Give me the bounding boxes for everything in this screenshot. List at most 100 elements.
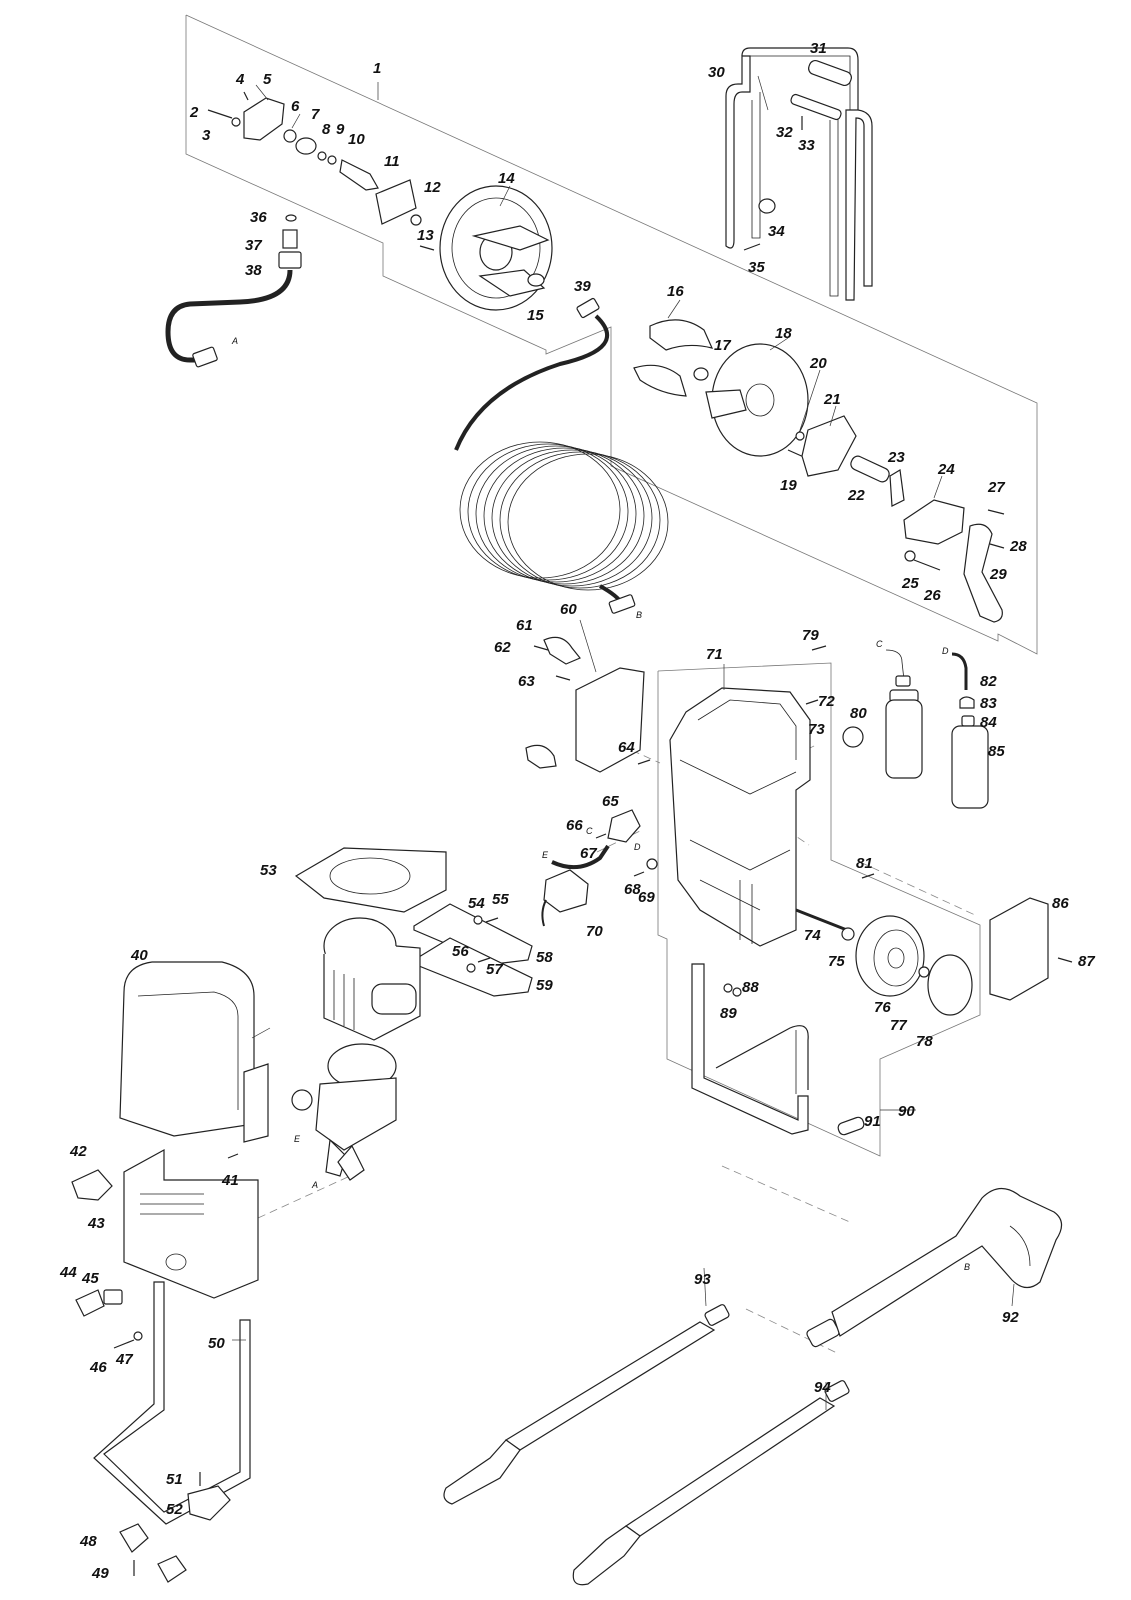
callout-6: 6 (291, 98, 300, 115)
bracket-24 (903, 499, 965, 545)
plate-11 (375, 179, 417, 225)
wheel-76 (855, 915, 925, 997)
lower-frame-90 (691, 963, 809, 1135)
short-hose (165, 269, 293, 363)
callout-52: 52 (166, 1501, 183, 1518)
shaft-22 (850, 455, 890, 483)
ref-d-bottle: D (942, 646, 949, 656)
screw-55 (485, 917, 499, 923)
callout-83: 83 (980, 695, 997, 712)
callout-20: 20 (809, 355, 827, 372)
callout-5: 5 (263, 71, 272, 88)
callout-32: 32 (776, 124, 793, 141)
oring-17 (693, 367, 709, 381)
oring-36 (285, 214, 297, 222)
callout-26: 26 (923, 587, 941, 604)
screw-57 (477, 957, 491, 963)
oring-6 (283, 129, 297, 143)
callout-70: 70 (586, 923, 603, 940)
callout-27: 27 (987, 479, 1005, 496)
callout-87: 87 (1078, 953, 1095, 970)
hose-end-a (192, 346, 218, 368)
axle-74 (795, 908, 853, 934)
screw-35 (743, 243, 761, 251)
screw-81 (861, 873, 875, 879)
bottle-c (885, 649, 923, 779)
screw-2 (207, 109, 233, 119)
callout-57: 57 (486, 961, 503, 978)
switch-65 (607, 809, 641, 843)
bracket-86 (989, 897, 1049, 1001)
callout-24: 24 (937, 461, 955, 478)
lance-93 (443, 1304, 730, 1505)
oring-15 (527, 273, 545, 287)
screw-87 (1057, 957, 1073, 963)
callout-19: 19 (780, 477, 797, 494)
callout-50: 50 (208, 1335, 225, 1352)
callout-30: 30 (708, 64, 725, 81)
screw-28 (989, 543, 1005, 549)
callout-74: 74 (804, 927, 821, 944)
callout-89: 89 (720, 1005, 737, 1022)
callout-29: 29 (989, 566, 1007, 583)
callout-86: 86 (1052, 895, 1069, 912)
hose-coil-39 (454, 297, 669, 614)
reel-cover-16 (649, 319, 714, 351)
callout-14: 14 (498, 170, 515, 187)
nut-69 (646, 858, 658, 870)
callout-77: 77 (890, 1017, 907, 1034)
callout-72: 72 (818, 693, 835, 710)
ref-a-hose: A (231, 336, 238, 346)
callout-41: 41 (221, 1172, 239, 1189)
callout-79: 79 (802, 627, 819, 644)
callout-48: 48 (79, 1533, 97, 1550)
callout-22: 22 (847, 487, 865, 504)
callout-69: 69 (638, 889, 655, 906)
connector-38 (278, 251, 302, 269)
washer-56 (466, 963, 476, 973)
callout-51: 51 (166, 1471, 183, 1488)
pump (291, 1043, 397, 1181)
callout-40: 40 (130, 947, 148, 964)
callout-63: 63 (518, 673, 535, 690)
foot-48 (119, 1523, 149, 1553)
callout-64: 64 (618, 739, 635, 756)
callout-4: 4 (235, 71, 245, 88)
callout-58: 58 (536, 949, 553, 966)
washer-54 (473, 915, 483, 925)
foot-48b (157, 1555, 187, 1583)
pressure-switch-70 (543, 869, 589, 913)
washer-47 (133, 1331, 143, 1341)
ref-a-pump: A (311, 1180, 318, 1190)
handle-grip-31 (808, 59, 852, 87)
callout-60: 60 (560, 601, 577, 618)
callout-75: 75 (828, 953, 845, 970)
callout-68: 68 (624, 881, 641, 898)
callout-36: 36 (250, 209, 267, 226)
callout-37: 37 (245, 237, 262, 254)
cover-top-40 (119, 961, 269, 1143)
bottle-d (951, 652, 989, 809)
ref-b-hose: B (636, 610, 642, 620)
callout-76: 76 (874, 999, 891, 1016)
group-outlines (185, 14, 1038, 1157)
callout-42: 42 (69, 1143, 87, 1160)
screw-72 (805, 699, 819, 705)
nut-7 (295, 137, 317, 155)
screw-46 (113, 1339, 135, 1349)
callout-8: 8 (322, 121, 331, 138)
crank-29 (963, 523, 1003, 623)
group-outline-hose-reel (185, 14, 1038, 655)
callout-23: 23 (887, 449, 905, 466)
callout-25: 25 (901, 575, 919, 592)
callout-53: 53 (260, 862, 277, 879)
screw-62 (533, 645, 549, 651)
callout-62: 62 (494, 639, 511, 656)
callout-2: 2 (189, 104, 199, 121)
callout-33: 33 (798, 137, 815, 154)
grip-91 (837, 1116, 865, 1136)
washer-88 (723, 983, 733, 993)
screw-66 (595, 833, 607, 839)
callout-61: 61 (516, 617, 533, 634)
hose-67 (551, 844, 610, 870)
